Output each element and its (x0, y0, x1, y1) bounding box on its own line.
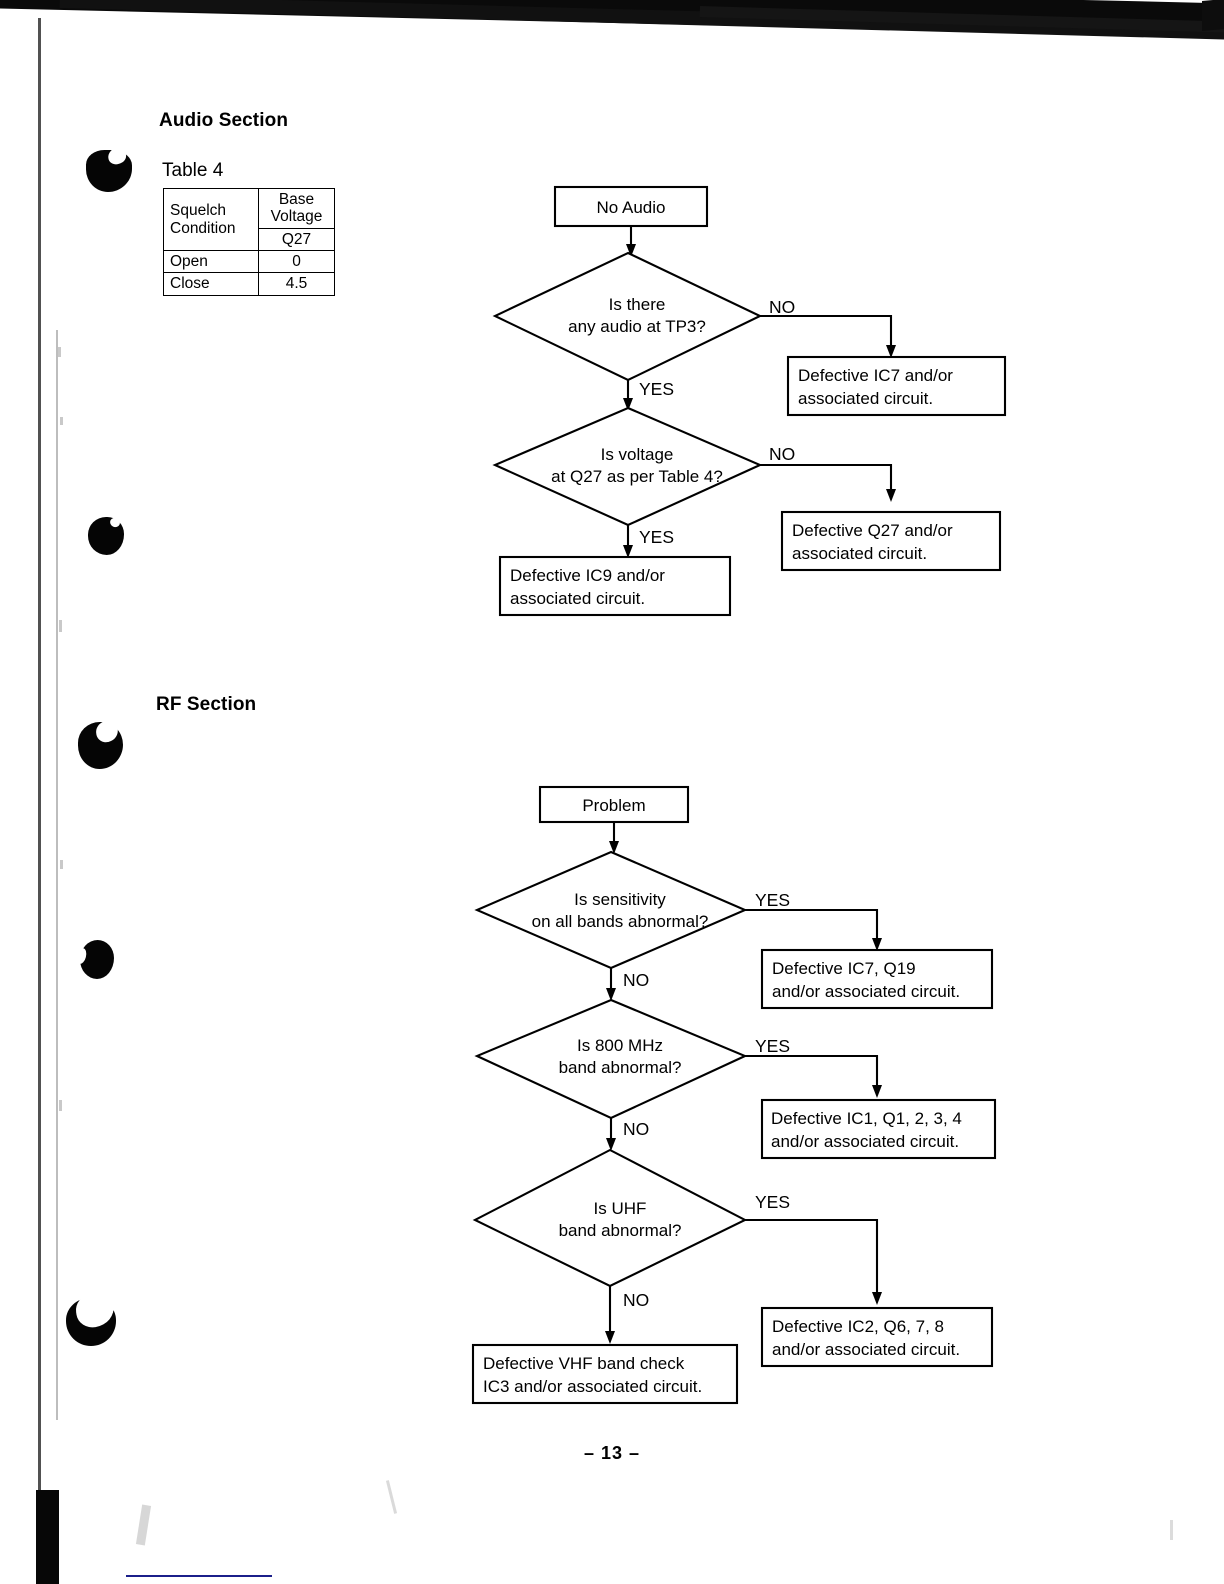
scan-edge-left-faint (56, 330, 58, 1420)
flow-decision-2-line2: at Q27 as per Table 4? (551, 467, 723, 486)
flow-result-ic1-line1: Defective IC1, Q1, 2, 3, 4 (771, 1109, 962, 1128)
arrowhead-icon (609, 841, 619, 854)
scan-edge-top-right (1202, 0, 1224, 31)
flow-start-box (553, 185, 709, 228)
flow-result-ic9-line1: Defective IC9 and/or (510, 566, 665, 585)
flow-decision-2-yes-label: YES (639, 527, 674, 547)
table-cell-voltage: 4.5 (258, 272, 335, 296)
flow-result-ic1-line2: and/or associated circuit. (771, 1132, 959, 1151)
hole-punch-mark (66, 1298, 116, 1346)
hole-punch-mark (78, 722, 123, 769)
flow-result-ic2-line2: and/or associated circuit. (772, 1340, 960, 1359)
flow-result-vhf-line1: Defective VHF band check (483, 1354, 685, 1373)
flow-result-ic9-box (498, 555, 732, 617)
flow-decision-3-line2: band abnormal? (559, 1221, 682, 1240)
arrowhead-icon (623, 398, 633, 411)
flow-result-ic7-q19-line1: Defective IC7, Q19 (772, 959, 916, 978)
table-cell-condition: Close (163, 272, 259, 296)
arrowhead-icon (886, 489, 896, 502)
table-cell-voltage: 0 (258, 250, 335, 274)
arrowhead-icon (872, 1085, 882, 1098)
flow-result-q27-line1: Defective Q27 and/or (792, 521, 953, 540)
scan-edge-top (0, 0, 1224, 46)
flow-decision-1-yes-label: YES (755, 890, 790, 910)
flow-decision-1 (474, 850, 748, 970)
flow-decision-3 (472, 1148, 748, 1288)
flow-decision-2-line1: Is voltage (601, 445, 674, 464)
flow-result-ic2-line1: Defective IC2, Q6, 7, 8 (772, 1317, 944, 1336)
hole-punch-mark (86, 150, 132, 192)
table-row: Close 4.5 (163, 272, 335, 296)
table-caption: Table 4 (162, 160, 224, 181)
flow-decision-3-line1: Is UHF (594, 1199, 647, 1218)
arrowhead-icon (606, 1138, 616, 1151)
flow-result-ic7-line2: associated circuit. (798, 389, 933, 408)
flow-start-label: Problem (582, 796, 645, 815)
table-cell-condition: Open (163, 250, 259, 274)
flow-result-ic7-q19-box (760, 948, 994, 1010)
hole-punch-mark (80, 940, 114, 979)
flow-result-ic7-q19-line2: and/or associated circuit. (772, 982, 960, 1001)
flow-decision-2-yes-label: YES (755, 1036, 790, 1056)
flow-start-box (538, 785, 690, 824)
flow-decision-1-yes-label: YES (639, 379, 674, 399)
scan-edge-bottom-left (36, 1490, 59, 1584)
flow-decision-2-no-label: NO (769, 444, 795, 464)
arrowhead-icon (872, 1292, 882, 1305)
table-row: Open 0 (163, 250, 335, 274)
rf-troubleshooting-flowchart: Problem Is sensitivity on all bands abno… (471, 785, 997, 1405)
flow-result-ic1-box (760, 1098, 997, 1160)
flow-result-ic7-box (786, 355, 1007, 417)
flow-start-label: No Audio (597, 198, 666, 217)
arrowhead-icon (626, 244, 636, 257)
scan-blue-line (126, 1575, 272, 1577)
flow-result-q27-box (780, 510, 1002, 572)
arrowhead-icon (606, 988, 616, 1001)
table-subheader-q27: Q27 (258, 227, 335, 252)
flow-decision-2-line1: Is 800 MHz (577, 1036, 663, 1055)
flow-decision-1-line1: Is sensitivity (574, 890, 666, 909)
flow-result-ic7-line1: Defective IC7 and/or (798, 366, 953, 385)
flow-decision-2-line2: band abnormal? (559, 1058, 682, 1077)
flow-result-vhf-line2: IC3 and/or associated circuit. (483, 1377, 702, 1396)
flow-decision-1-no-label: NO (623, 970, 649, 990)
flow-result-vhf-box (471, 1343, 739, 1405)
audio-troubleshooting-flowchart: No Audio Is there any audio at TP3? NO D… (492, 185, 1007, 617)
arrowhead-icon (872, 938, 882, 951)
flow-decision-2-no-label: NO (623, 1119, 649, 1139)
flow-decision-1-line2: on all bands abnormal? (532, 912, 709, 931)
page-number: – 13 – (583, 1443, 641, 1463)
arrowhead-icon (623, 545, 633, 558)
flow-decision-3-no-label: NO (623, 1290, 649, 1310)
flow-result-q27-line2: associated circuit. (792, 544, 927, 563)
scan-edge-left (38, 18, 41, 1508)
flow-decision-3-yes-label: YES (755, 1192, 790, 1212)
flow-decision-1-line1: Is there (609, 295, 666, 314)
flow-result-ic2-box (760, 1306, 994, 1368)
audio-section-heading: Audio Section (159, 110, 289, 131)
flow-result-ic9-line2: associated circuit. (510, 589, 645, 608)
arrowhead-icon (886, 345, 896, 358)
arrowhead-icon (605, 1331, 615, 1344)
rf-section-heading: RF Section (156, 694, 257, 715)
flow-decision-1-no-label: NO (769, 297, 795, 317)
hole-punch-mark (88, 517, 124, 555)
flow-decision-1-line2: any audio at TP3? (568, 317, 706, 336)
